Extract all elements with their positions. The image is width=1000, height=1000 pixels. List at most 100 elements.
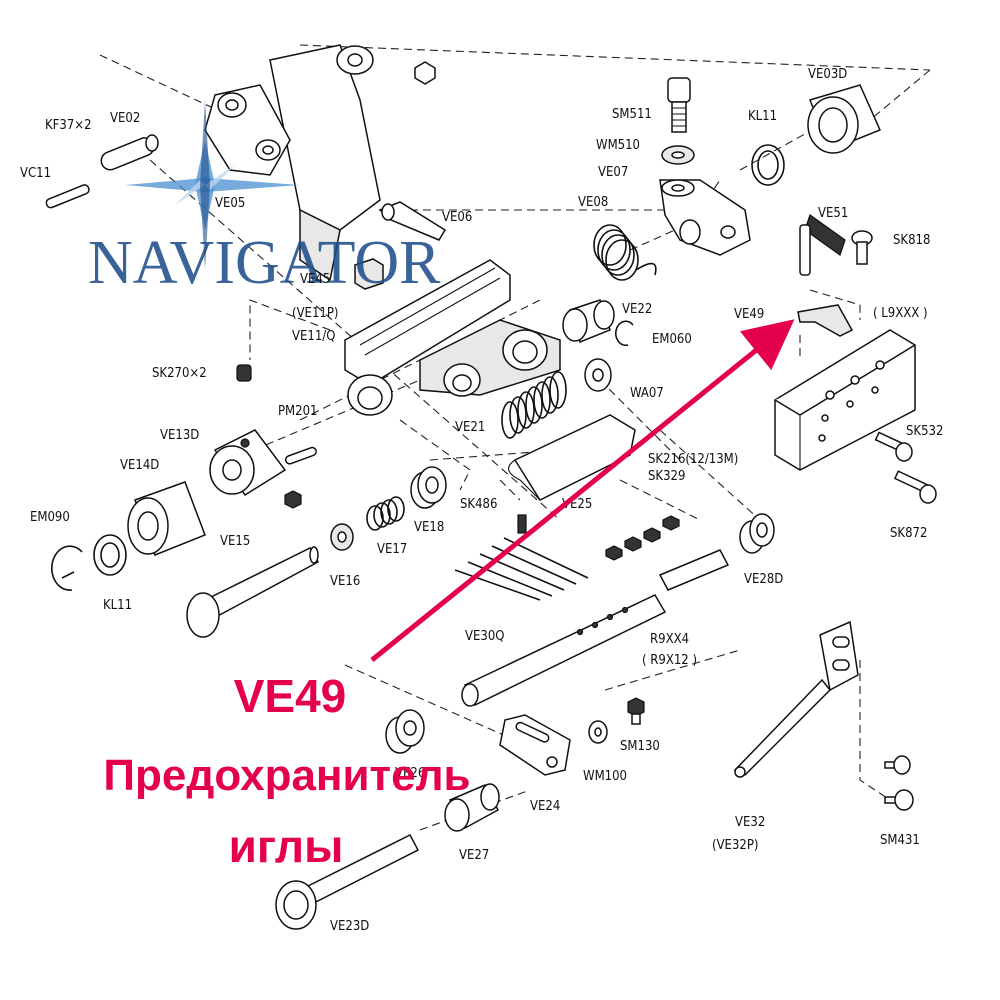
label-ve17: VE17: [377, 542, 407, 557]
callout-line2: иглы: [229, 820, 344, 872]
needles-ve30q: [454, 537, 589, 601]
washer-wa07: [584, 358, 612, 392]
lever-ve05: [204, 84, 291, 176]
clip-em060: [614, 320, 634, 347]
screw-ve06: [378, 201, 447, 241]
label-sm511: SM511: [612, 107, 652, 122]
ring-kl11-top: [751, 144, 785, 186]
label-sk270: SK270×2: [152, 366, 207, 381]
label-sk216: SK216(12/13M): [648, 452, 738, 467]
label-ve14d: VE14D: [120, 458, 159, 473]
rod-ve28: [658, 549, 730, 591]
bushing-ve28d: [739, 513, 775, 554]
screw-sm130: [627, 697, 645, 725]
label-ve16: VE16: [330, 574, 360, 589]
bushing-ve03d: [807, 84, 882, 154]
screw-sk486: [517, 514, 527, 534]
pin-vc11: [45, 184, 90, 209]
label-sk486: SK486: [460, 497, 497, 512]
label-ve18: VE18: [414, 520, 444, 535]
washer-ve16: [330, 523, 354, 551]
pin-ve02: [100, 134, 159, 171]
label-ve05: VE05: [215, 196, 245, 211]
bushing-ve27: [444, 783, 500, 832]
screws-sk329: [605, 515, 680, 561]
pin-ve23d: [275, 834, 420, 930]
label-ve27: VE27: [459, 848, 489, 863]
screw-sk818: [851, 230, 873, 265]
shaft-ve15: [186, 546, 320, 638]
label-kl11-top: KL11: [748, 109, 777, 124]
screws-sm431: [884, 755, 914, 811]
label-ve28d: VE28D: [744, 572, 783, 587]
bracket-ve07: [659, 179, 751, 256]
label-l9xxx: ( L9XXX ): [873, 306, 928, 321]
label-ve07: VE07: [598, 165, 628, 180]
spring-ve08: [593, 224, 657, 281]
block-ve45: [354, 258, 384, 290]
screw-sk872: [893, 470, 937, 504]
bushing-ve26: [385, 709, 425, 754]
label-ve02: VE02: [110, 111, 140, 126]
label-ve23d: VE23D: [330, 919, 369, 934]
label-sk872: SK872: [890, 526, 927, 541]
label-ve30q: VE30Q: [465, 629, 504, 644]
label-ve13d: VE13D: [160, 428, 199, 443]
pin-pm201: [284, 446, 317, 465]
label-vc11: VC11: [20, 166, 51, 181]
label-sk532: SK532: [906, 424, 943, 439]
bushing-ve22: [562, 299, 615, 343]
label-ve49: VE49: [734, 307, 764, 322]
label-sm130: SM130: [620, 739, 660, 754]
callout: VE49 Предохранитель иглы: [103, 319, 795, 872]
logo-text: NAVIGATOR: [88, 229, 441, 297]
bushing-ve18: [410, 466, 447, 509]
bar-r9xx4: [461, 594, 667, 707]
label-ve15: VE15: [220, 534, 250, 549]
collar-ve13d: [209, 429, 302, 509]
label-ve32: VE32: [735, 815, 765, 830]
label-sk329: SK329: [648, 469, 685, 484]
washer-wm510: [661, 145, 695, 165]
needle-block-l9xxx: [774, 329, 916, 471]
label-ve08: VE08: [578, 195, 608, 210]
callout-arrow: [370, 319, 795, 662]
label-ve26: VE26: [395, 766, 425, 781]
navigator-logo: NAVIGATOR: [88, 100, 441, 297]
label-ve45: VE45: [300, 272, 330, 287]
label-wa07: WA07: [630, 386, 664, 401]
holder-ve11: [344, 259, 561, 416]
label-ve03d: VE03D: [808, 67, 847, 82]
label-ve51: VE51: [818, 206, 848, 221]
label-ve22: VE22: [622, 302, 652, 317]
screw-sk270: [236, 364, 252, 382]
label-pm201: PM201: [278, 404, 317, 419]
label-em060: EM060: [652, 332, 692, 347]
spring-ve21: [501, 371, 567, 439]
label-em090: EM090: [30, 510, 70, 525]
label-ve11q: VE11/Q: [292, 329, 335, 344]
guard-ve51: [799, 214, 846, 276]
label-ve32p: (VE32P): [712, 838, 758, 853]
housing-top: [269, 44, 436, 282]
label-r9x12: ( R9X12 ): [642, 653, 697, 668]
label-r9xx4: R9XX4: [650, 632, 689, 647]
ering-em090: [51, 545, 83, 591]
label-sm431: SM431: [880, 833, 920, 848]
bushing-ve14d: [127, 481, 206, 556]
screw-sk532: [874, 431, 913, 462]
label-ve11p: (VE11P): [292, 306, 338, 321]
callout-code: VE49: [234, 670, 347, 722]
washer-wm100: [588, 720, 608, 744]
ring-kl11-bottom: [93, 534, 127, 576]
cover-ve25: [508, 414, 636, 501]
label-wm510: WM510: [596, 138, 640, 153]
label-kf37: KF37×2: [45, 118, 92, 133]
spring-ve17: [366, 496, 405, 531]
screw-sm511: [667, 77, 691, 133]
part-labels: VE03D KL11 SM511 WM510 VE07 VE08 VE51 SK…: [20, 67, 943, 934]
label-kl11-bottom: KL11: [103, 598, 132, 613]
label-wm100: WM100: [583, 769, 627, 784]
label-ve24: VE24: [530, 799, 560, 814]
